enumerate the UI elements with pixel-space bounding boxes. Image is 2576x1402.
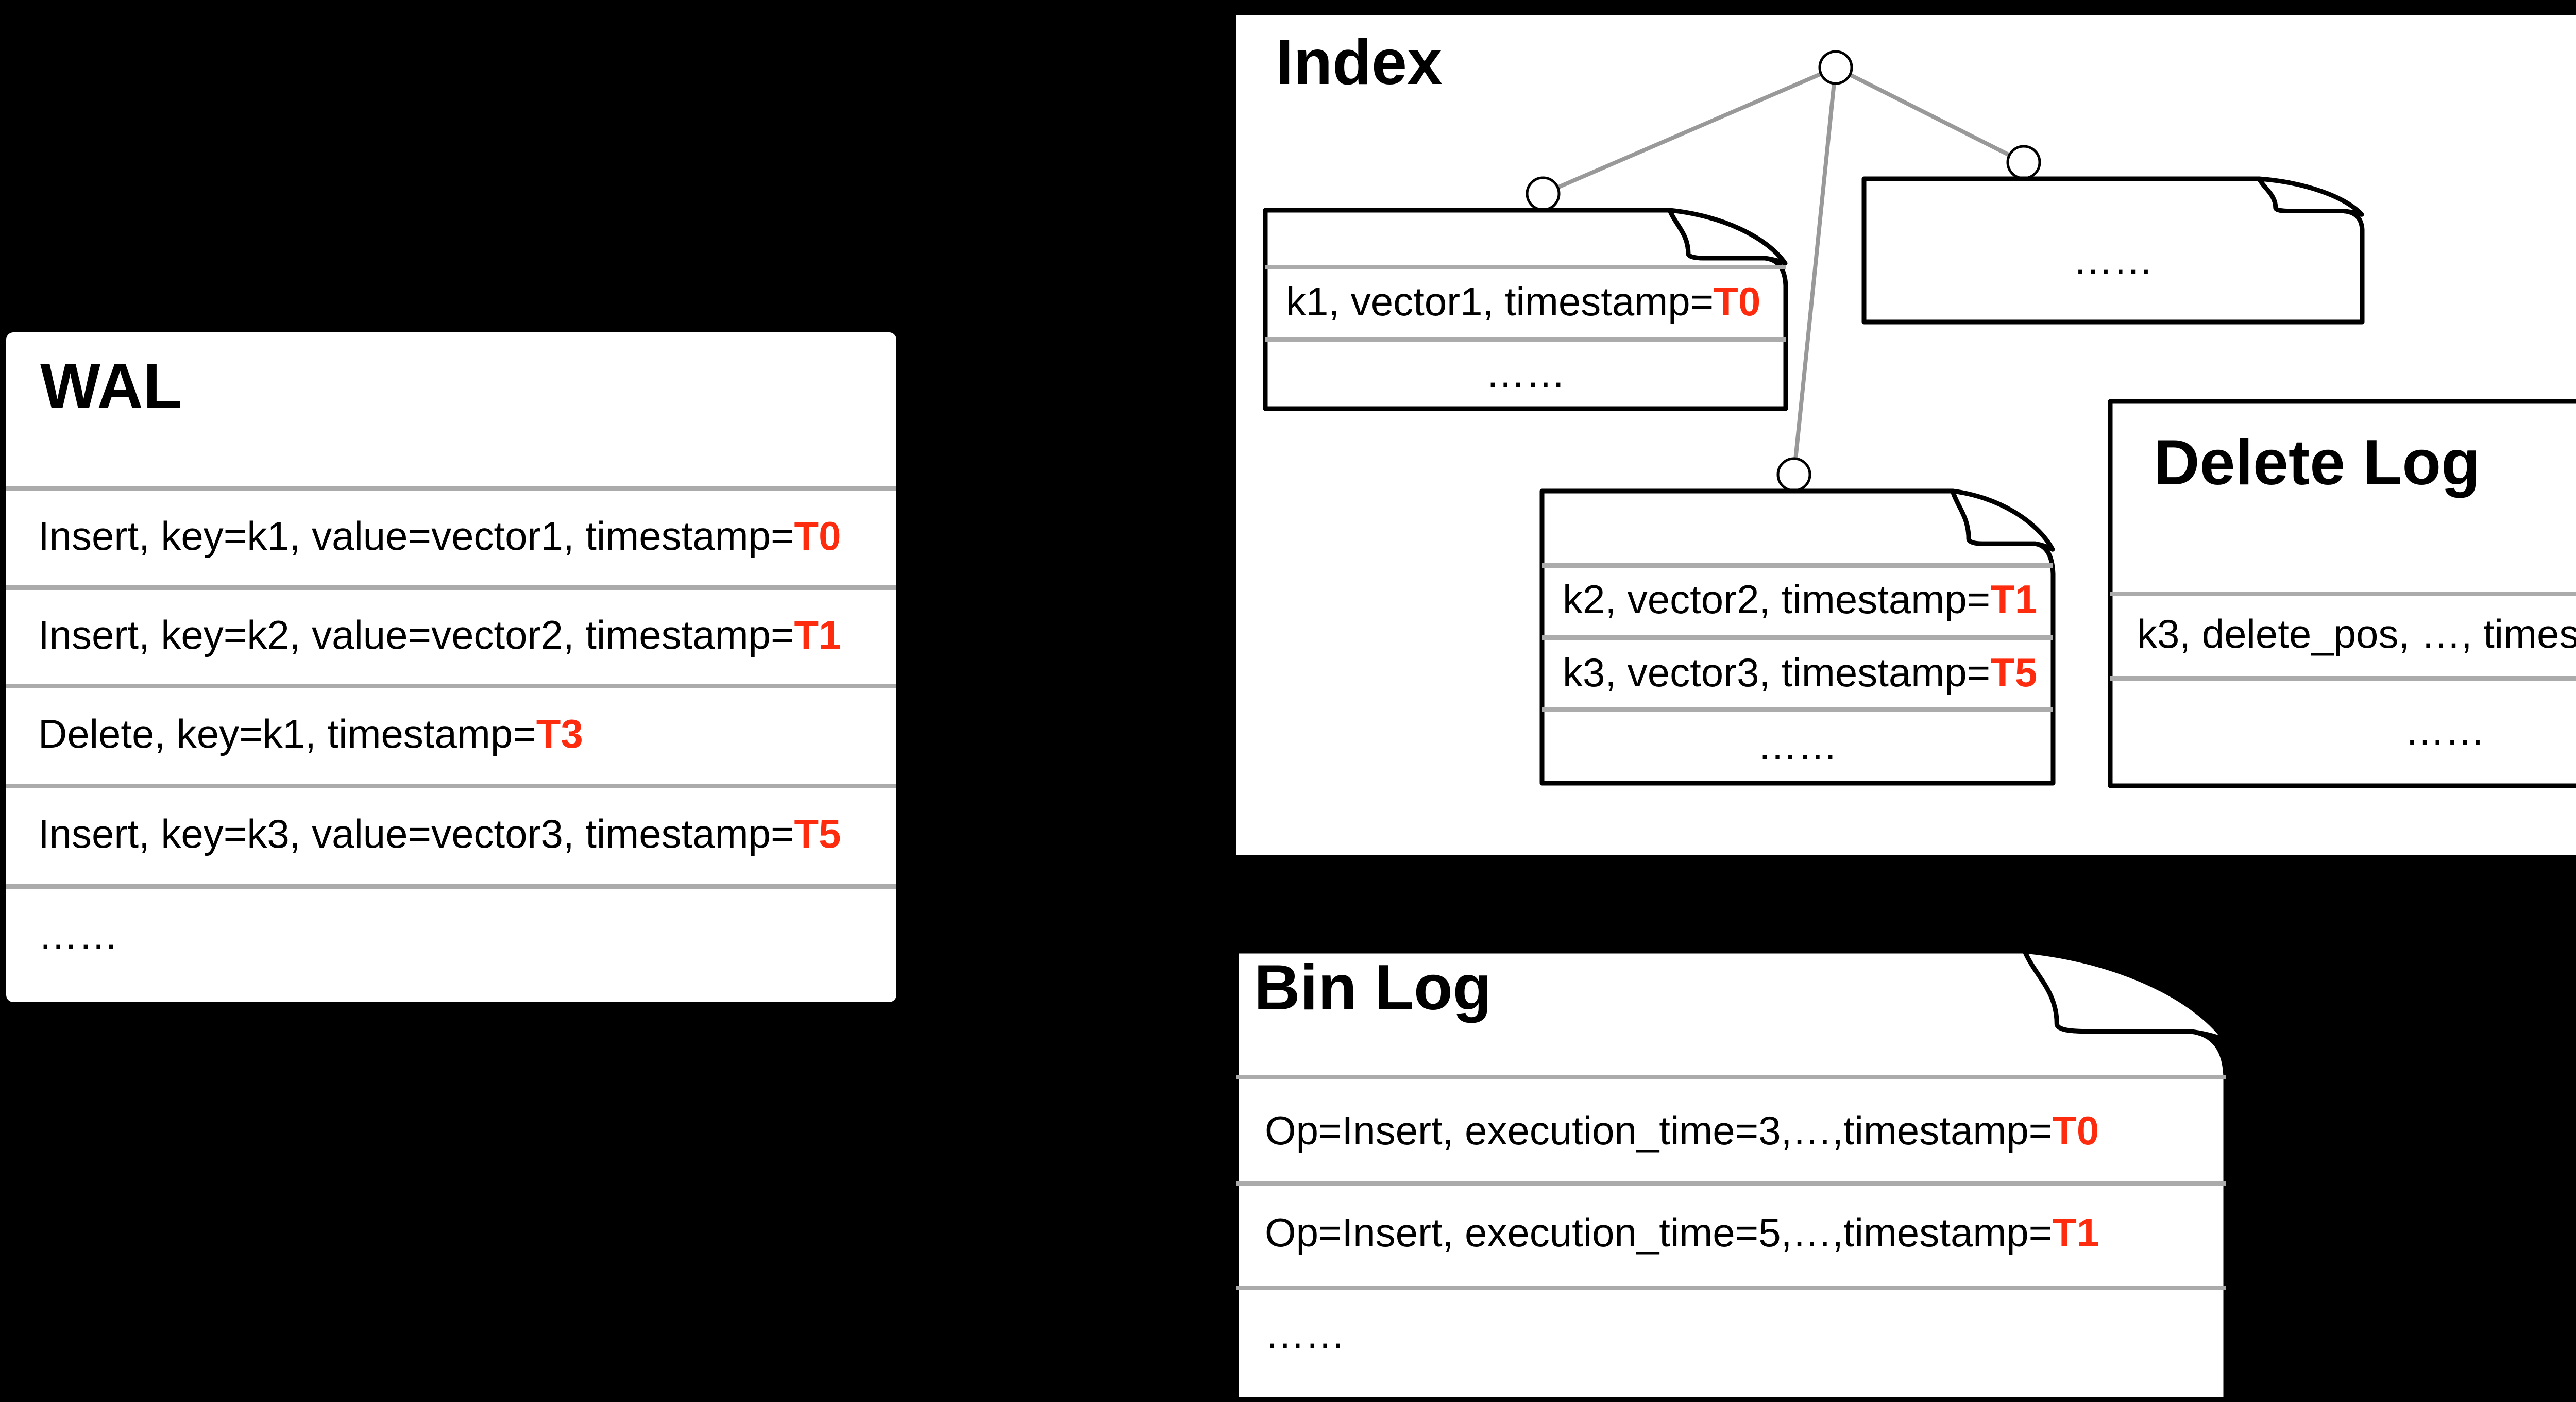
timestamp-value: T0 [2052, 1108, 2099, 1153]
separator-line [1542, 707, 2053, 712]
timestamp-value: T1 [794, 612, 841, 657]
log-row-text: …… [38, 913, 118, 958]
log-row: …… [38, 915, 118, 955]
log-row: Insert, key=k2, value=vector2, timestamp… [38, 615, 841, 655]
timestamp-value: T5 [794, 811, 841, 856]
log-row: …… [1265, 353, 1786, 393]
bin-log-page-title: Bin Log [1254, 952, 1492, 1023]
separator-line [1236, 1181, 2226, 1186]
separator-line [1265, 337, 1786, 342]
wal-box: WAL Insert, key=k1, value=vector1, timest… [6, 332, 896, 1002]
separator-line [6, 884, 896, 889]
log-row: Insert, key=k1, value=vector1, timestamp… [38, 516, 841, 556]
log-row: Op=Insert, execution_time=5,…,timestamp=… [1265, 1212, 2099, 1253]
separator-line [1265, 265, 1786, 269]
separator-line [1236, 1075, 2226, 1079]
log-row-text: Op=Insert, execution_time=5,…,timestamp= [1265, 1210, 2053, 1255]
wal-box-title: WAL [40, 351, 182, 422]
separator-line [6, 585, 896, 590]
separator-line [6, 486, 896, 491]
separator-line [1542, 563, 2053, 568]
index-title: Index [1276, 27, 1443, 98]
log-row: k3, vector3, timestamp=T5 [1563, 652, 2037, 692]
log-row-text: Insert, key=k2, value=vector2, timestamp… [38, 612, 794, 657]
log-row-text: …… [1265, 1311, 1345, 1357]
timestamp-value: T1 [2052, 1210, 2099, 1255]
page-fold-icon [1263, 208, 1788, 411]
log-row: k1, vector1, timestamp=T0 [1286, 281, 1760, 322]
log-row: …… [1864, 240, 2362, 280]
timestamp-value: T0 [1714, 279, 1761, 324]
log-row-text: k1, vector1, timestamp= [1286, 279, 1714, 324]
log-row-text: k3, vector3, timestamp= [1563, 650, 1991, 695]
log-row: …… [2110, 711, 2576, 751]
log-row: k2, vector2, timestamp=T1 [1563, 579, 2037, 619]
separator-line [1236, 1286, 2226, 1290]
log-row-text: Op=Insert, execution_time=3,…,timestamp= [1265, 1108, 2053, 1153]
page-curl-icon [2022, 949, 2228, 1042]
log-row: …… [1542, 725, 2053, 766]
log-row-text: Delete, key=k1, timestamp= [38, 711, 536, 756]
log-row: k3, delete_pos, …, timestamp=T3 [2137, 614, 2576, 654]
log-row: Delete, key=k1, timestamp=T3 [38, 714, 583, 754]
index-leaf-page-k2k3: k2, vector2, timestamp=T1 k3, vector3, ti… [1539, 488, 2056, 786]
log-row: Op=Insert, execution_time=3,…,timestamp=… [1265, 1110, 2099, 1151]
timestamp-value: T0 [794, 513, 841, 559]
log-row-text: …… [1485, 350, 1566, 396]
log-row-text: …… [1757, 723, 1838, 768]
log-row-text: …… [2073, 238, 2154, 283]
log-row-text: Insert, key=k3, value=vector3, timestamp… [38, 811, 794, 856]
timestamp-value: T5 [1990, 650, 2038, 695]
log-row: Insert, key=k3, value=vector3, timestamp… [38, 814, 841, 854]
delete-log-page-title: Delete Log [2154, 427, 2480, 498]
timestamp-value: T1 [1990, 577, 2038, 622]
index-leaf-page-k1: k1, vector1, timestamp=T0 …… [1263, 208, 1788, 411]
log-row: …… [1265, 1314, 1345, 1354]
separator-line [1542, 635, 2053, 640]
delete-log-page: Delete Log k3, delete_pos, …, timestamp=T… [2108, 399, 2576, 788]
index-leaf-page-ellipsis: …… [1861, 176, 2365, 325]
page-curl-icon [1667, 208, 1788, 266]
page-curl-icon [2257, 176, 2364, 217]
log-row-text: k2, vector2, timestamp= [1563, 577, 1991, 622]
separator-line [2110, 592, 2576, 596]
page-curl-icon [1950, 488, 2055, 552]
separator-line [2110, 676, 2576, 681]
timestamp-value: T3 [536, 711, 583, 756]
page-fold-icon [1861, 176, 2365, 325]
log-row-text: Insert, key=k1, value=vector1, timestamp… [38, 513, 794, 559]
separator-line [6, 784, 896, 788]
separator-line [6, 684, 896, 688]
log-row-text: …… [2404, 708, 2485, 753]
log-row-text: k3, delete_pos, …, timestamp= [2137, 611, 2576, 656]
